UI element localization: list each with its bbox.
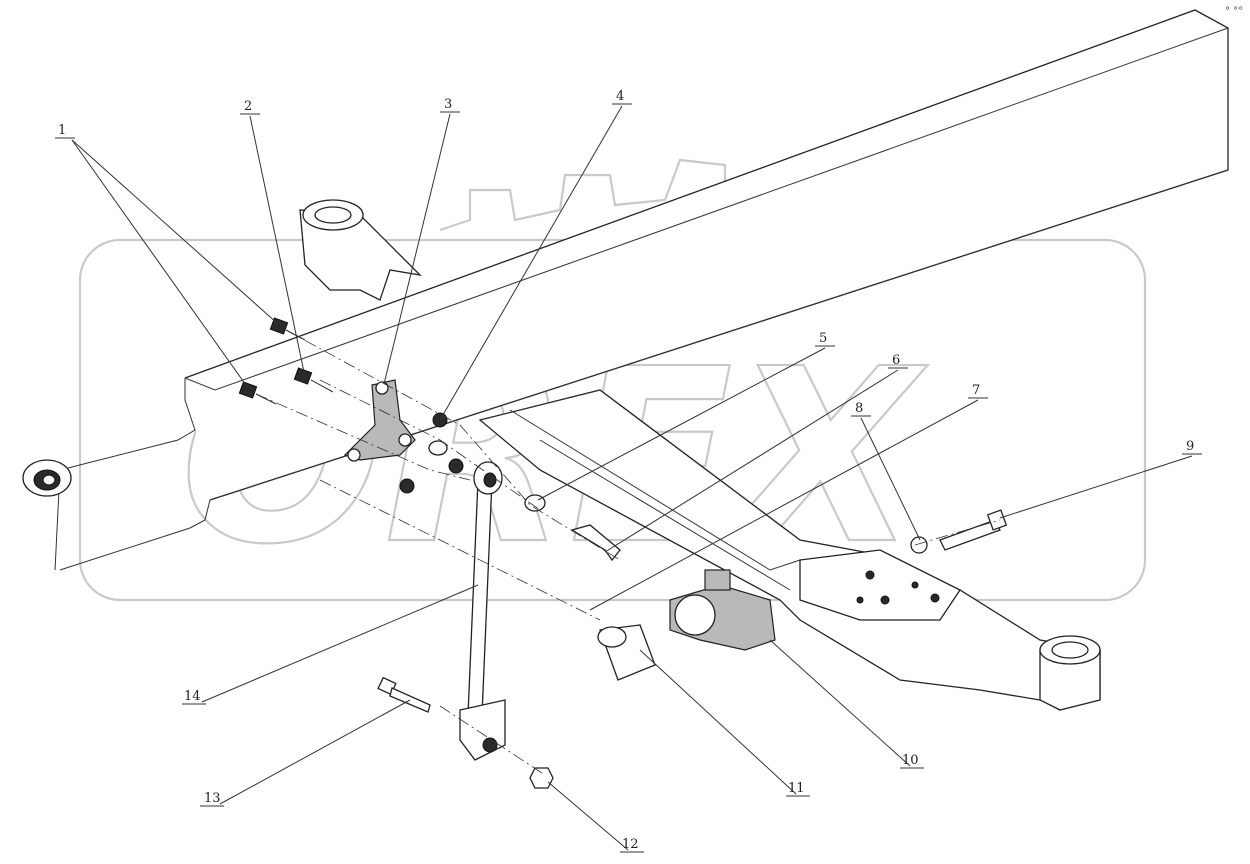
- spring-eye-left: [22, 459, 72, 497]
- svg-text:1: 1: [58, 123, 66, 138]
- svg-text:6: 6: [892, 353, 900, 368]
- callout-1: 1: [55, 123, 279, 389]
- callout-13: 13: [200, 699, 411, 807]
- svg-text:9: 9: [1186, 439, 1194, 454]
- svg-text:3: 3: [444, 97, 452, 112]
- callout-10: 10: [769, 639, 924, 769]
- kingpin-boss-left: [299, 199, 422, 301]
- svg-text:12: 12: [622, 837, 639, 852]
- callout-4: 4: [439, 89, 632, 421]
- svg-text:7: 7: [972, 383, 980, 398]
- long-bolt: [910, 509, 1008, 554]
- assembly-center-lines: [255, 329, 1001, 776]
- svg-text:8: 8: [855, 401, 863, 416]
- svg-text:2: 2: [244, 99, 252, 114]
- svg-text:5: 5: [819, 331, 827, 346]
- sleeve: [597, 624, 656, 681]
- svg-text:11: 11: [788, 781, 805, 796]
- callout-2: 2: [240, 99, 305, 373]
- callout-11: 11: [639, 649, 810, 797]
- corner-mark: ° °°: [1225, 6, 1243, 17]
- clamp: [669, 569, 776, 651]
- callout-7: 7: [589, 383, 988, 611]
- kingpin-boss-right: [1039, 635, 1101, 711]
- svg-text:4: 4: [616, 89, 624, 104]
- callout-9: 9: [999, 439, 1202, 519]
- callout-12: 12: [547, 781, 644, 853]
- callout-8: 8: [851, 401, 921, 541]
- bracket: [343, 379, 416, 462]
- svg-text:14: 14: [184, 689, 201, 704]
- link-rod: [459, 461, 506, 761]
- callout-3: 3: [383, 97, 460, 385]
- callout-5: 5: [537, 331, 835, 501]
- callout-14: 14: [182, 584, 479, 705]
- svg-text:10: 10: [902, 753, 919, 768]
- callout-6: 6: [604, 353, 908, 553]
- svg-text:13: 13: [204, 791, 221, 806]
